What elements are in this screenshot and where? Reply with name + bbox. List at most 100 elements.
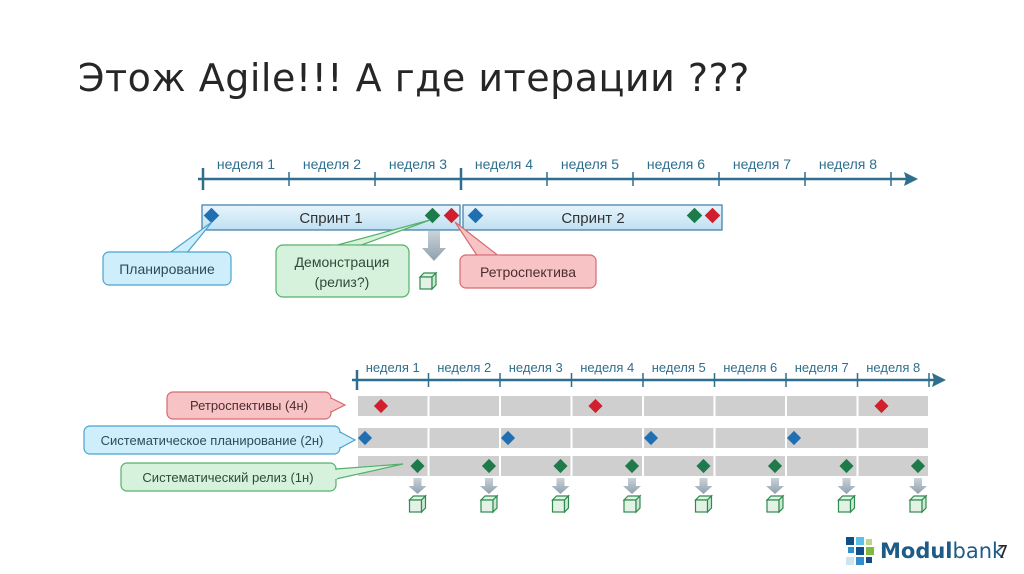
demo-callout-line1: Демонстрация: [295, 254, 390, 270]
release-arrow: [408, 478, 427, 494]
demo-marker: [767, 458, 783, 474]
sprint-2-bar: Спринт 2: [462, 204, 723, 231]
top-week-label: неделя 1: [217, 156, 275, 172]
grid-cell: [358, 396, 428, 416]
sprint-2-demo-marker: [686, 207, 703, 224]
bottom-week-label: неделя 6: [723, 360, 777, 375]
sprint-1-planning-marker: [203, 207, 220, 224]
demo-callout: Демонстрация (релиз?): [275, 219, 431, 298]
release-arrow: [480, 478, 498, 494]
release-arrow: [551, 478, 570, 494]
cube-side-face: [706, 494, 713, 514]
grid-cell: [787, 396, 857, 416]
bottom-week-label: неделя 1: [366, 360, 420, 375]
demo-marker: [696, 458, 711, 474]
top-week-label: неделя 5: [561, 156, 619, 172]
release-arrow: [623, 478, 641, 494]
page-number: 7: [997, 542, 1009, 563]
cube-side-face: [431, 271, 437, 291]
top-release-box-icon: [418, 271, 438, 291]
grid-cell: [644, 456, 714, 476]
release-box-icon: [418, 271, 438, 291]
modulbank-logo-text: Modulbank: [880, 539, 1005, 563]
grid-cell: [358, 428, 428, 448]
cube-front-face: [694, 499, 709, 513]
row-label-retros-text: Ретроспективы (4н): [190, 398, 308, 413]
release-box-icon: [479, 494, 499, 514]
top-week-label: неделя 4: [475, 156, 533, 172]
cube-front-face: [551, 499, 566, 513]
top-week-label: неделя 7: [733, 156, 791, 172]
cube-front-face: [766, 499, 780, 513]
cube-front-face: [909, 499, 923, 513]
top-week-label: неделя 2: [303, 156, 361, 172]
bottom-week-label: неделя 4: [580, 360, 634, 375]
grid-cell: [787, 456, 857, 476]
retro-callout: Ретроспектива: [454, 221, 597, 289]
grid-cell: [429, 456, 499, 476]
cube-side-face: [849, 494, 856, 514]
modulbank-logo: Modulbank: [846, 536, 1004, 566]
cube-side-face: [492, 494, 498, 514]
planning-marker: [500, 430, 516, 446]
cube-side-face: [563, 494, 570, 514]
top-timeline: неделя 1 неделя 2 неделя 3 неделя 4 неделя 5…: [198, 156, 918, 190]
row-label-retros: Ретроспективы (4н): [166, 391, 347, 420]
demo-callout-line2: (релиз?): [315, 274, 370, 290]
sprint-2-label: Спринт 2: [561, 210, 624, 227]
demo-marker: [553, 458, 568, 474]
grid-cell: [429, 428, 499, 448]
bottom-axis-ticks: [355, 370, 930, 390]
cube-front-face: [837, 499, 852, 513]
top-release-arrow: [422, 231, 446, 261]
slide-title: Этож Agile!!! А где итерации ???: [78, 56, 750, 100]
sprint-1-retro-marker: [443, 207, 460, 224]
top-week-label: неделя 3: [389, 156, 447, 172]
grid-cell: [858, 428, 928, 448]
modulbank-logo-mark: [846, 537, 874, 565]
release-arrow: [837, 478, 856, 494]
release-box-icon: [765, 494, 785, 514]
grid-cell: [501, 456, 571, 476]
bottom-release-arrows: [408, 478, 928, 514]
cube-side-face: [635, 494, 641, 514]
bottom-week-label: неделя 8: [866, 360, 920, 375]
grid-cell: [858, 456, 928, 476]
sprint-1-label: Спринт 1: [299, 210, 362, 227]
cube-front-face: [623, 499, 637, 513]
planning-callout-text: Планирование: [119, 261, 215, 277]
release-arrow: [766, 478, 784, 494]
bottom-activity-markers: [357, 398, 926, 474]
grid-cell: [644, 396, 714, 416]
grid-cell: [501, 428, 571, 448]
demo-marker: [481, 458, 497, 474]
sprint-2-retro-marker: [704, 207, 721, 224]
cube-front-face: [480, 499, 494, 513]
top-week-labels: неделя 1 неделя 2 неделя 3 неделя 4 неделя 5…: [217, 156, 877, 172]
top-axis-arrowhead: [904, 172, 918, 186]
release-arrow: [909, 478, 927, 494]
grid-cell: [715, 396, 785, 416]
demo-marker: [410, 458, 425, 474]
cube-front-face: [408, 499, 423, 513]
sprint-2-planning-marker: [467, 207, 484, 224]
demo-marker: [839, 458, 854, 474]
cube-side-face: [778, 494, 784, 514]
release-box-icon: [551, 494, 570, 514]
release-arrow: [694, 478, 713, 494]
demo-marker: [624, 458, 640, 474]
grid-cell: [501, 396, 571, 416]
grid-cell: [858, 396, 928, 416]
bottom-week-label: неделя 5: [652, 360, 706, 375]
cube-front-face: [419, 276, 433, 290]
top-week-label: неделя 8: [819, 156, 877, 172]
cube-side-face: [921, 494, 927, 514]
retro-marker: [874, 398, 889, 414]
retro-marker: [588, 398, 603, 414]
planning-callout: Планирование: [102, 221, 232, 286]
sprint-1-demo-marker: [424, 207, 441, 224]
retro-marker: [373, 398, 389, 414]
bottom-week-label: неделя 3: [509, 360, 563, 375]
planning-marker: [786, 430, 802, 446]
